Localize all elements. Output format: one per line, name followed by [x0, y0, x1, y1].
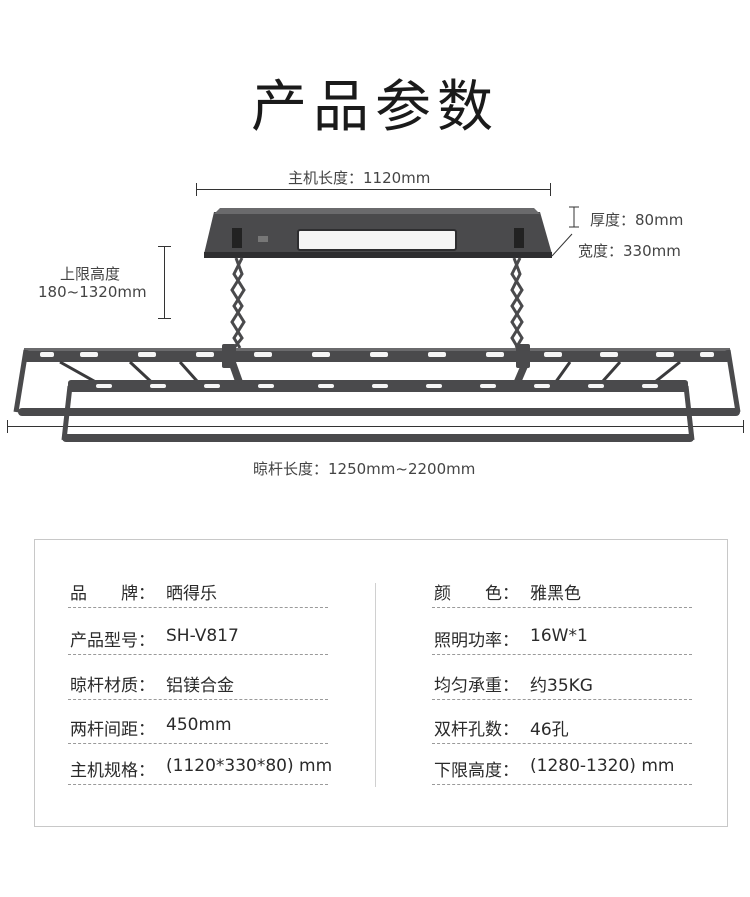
spec-value: SH-V817: [166, 626, 239, 646]
thickness-width-marks: [551, 206, 579, 257]
product-diagram: [13, 206, 741, 442]
spec-label: 主机规格：: [70, 761, 155, 781]
spec-row-left: 产品型号： SH-V817: [68, 626, 328, 655]
lift-height-tick-bottom: [158, 318, 171, 319]
middle-rod-holes: [96, 384, 658, 388]
spec-row-left: 两杆间距： 450mm: [68, 715, 328, 744]
host-length-tick-left: [196, 183, 197, 196]
spec-label: 两杆间距：: [70, 720, 155, 740]
spec-label: 品 牌：: [70, 584, 155, 604]
specs-divider: [375, 583, 376, 787]
spec-row-right: 颜 色： 雅黑色: [432, 583, 692, 608]
spec-label: 颜 色：: [434, 584, 519, 604]
rod-length-label: 晾杆长度：1250mm~2200mm: [253, 460, 476, 478]
rod-length-line: [7, 426, 744, 427]
spec-row-left: 品 牌： 晒得乐: [68, 583, 328, 608]
specs-box: [34, 539, 728, 827]
spec-label: 照明功率：: [434, 631, 519, 651]
width-label: 宽度：330mm: [578, 242, 681, 260]
spec-row-right: 双杆孔数： 46孔: [432, 719, 692, 744]
lift-arm-right: [510, 257, 524, 349]
rod-length-tick-right: [743, 420, 744, 433]
rod-length-tick-left: [7, 420, 8, 433]
spec-value: 16W*1: [530, 626, 588, 646]
spec-label: 晾杆材质：: [70, 676, 155, 696]
spec-row-right: 均匀承重： 约35KG: [432, 675, 692, 700]
host-length-tick-right: [550, 183, 551, 196]
lower-rods: [18, 408, 740, 442]
spec-label: 均匀承重：: [434, 676, 519, 696]
host-machine: [204, 208, 552, 258]
host-length-line: [196, 189, 551, 190]
spec-row-right: 下限高度： (1280-1320) mm: [432, 756, 692, 785]
spec-value: 雅黑色: [530, 584, 581, 604]
lift-height-label: 上限高度: [60, 265, 121, 283]
spec-value: 约35KG: [530, 676, 593, 696]
spec-label: 产品型号：: [70, 631, 155, 651]
end-frame-right: [725, 349, 741, 413]
spec-value: (1120*330*80) mm: [166, 756, 333, 776]
thickness-label: 厚度：80mm: [590, 211, 684, 229]
light-panel: [297, 229, 457, 251]
lift-height-value: 180~1320mm: [38, 283, 147, 301]
end-frame-left: [13, 349, 29, 413]
spec-label: 双杆孔数：: [434, 720, 519, 740]
lift-height-tick-top: [158, 246, 171, 247]
spec-value: 晒得乐: [166, 584, 217, 604]
spec-row-left: 主机规格： (1120*330*80) mm: [68, 756, 332, 785]
top-rod-holes: [40, 352, 714, 357]
spec-label: 下限高度：: [434, 761, 519, 781]
lift-arm-left: [230, 257, 246, 349]
lower-frames: [61, 385, 695, 441]
spec-value: 46孔: [530, 720, 569, 740]
spec-row-right: 照明功率： 16W*1: [432, 626, 692, 655]
lift-height-line: [164, 246, 165, 319]
spec-value: 450mm: [166, 715, 232, 735]
spec-row-left: 晾杆材质： 铝镁合金: [68, 675, 328, 700]
spec-value: 铝镁合金: [166, 676, 234, 696]
spec-value: (1280-1320) mm: [530, 756, 675, 776]
page-title: 产品参数: [251, 75, 499, 140]
host-length-label: 主机长度：1120mm: [288, 169, 431, 187]
